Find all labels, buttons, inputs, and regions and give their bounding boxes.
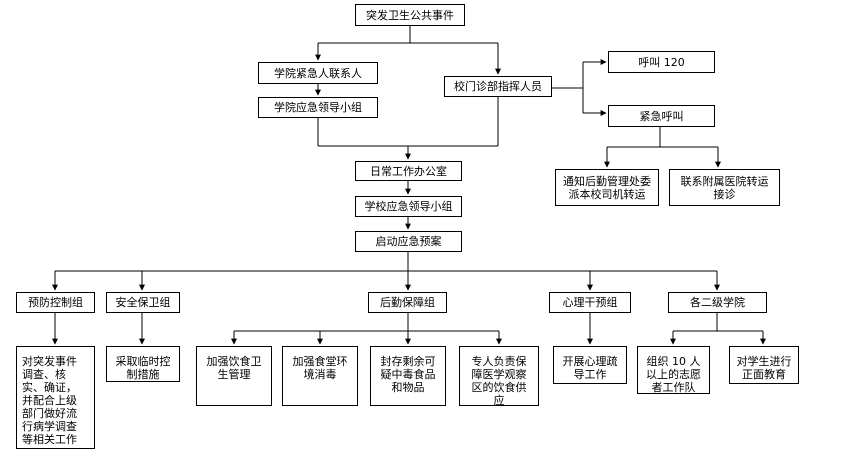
observe-food-box: 专人负责保 障医学观察 区的饮食供 应 — [459, 346, 539, 407]
logistics-group-label: 后勤保障组 — [380, 296, 435, 309]
clinic-commander-label: 校门诊部指挥人员 — [454, 80, 542, 93]
security-group-box: 安全保卫组 — [106, 292, 180, 313]
call-120-label: 呼叫 120 — [638, 55, 685, 69]
security-group-label: 安全保卫组 — [115, 296, 171, 309]
observe-food-label: 专人负责保 障医学观察 区的饮食供 应 — [471, 355, 527, 407]
contact-hospital-label: 联系附属医院转运 接诊 — [680, 174, 769, 201]
education-box: 对学生进行 正面教育 — [729, 346, 799, 384]
daily-office-label: 日常工作办公室 — [370, 164, 447, 178]
clinic-commander-box: 校门诊部指挥人员 — [444, 76, 552, 97]
event-label: 突发卫生公共事件 — [366, 8, 454, 22]
college-contact-box: 学院紧急人联系人 — [258, 62, 378, 84]
volunteers-label: 组织 10 人 以上的志愿 者工作队 — [646, 355, 701, 394]
college-group-box: 学院应急领导小组 — [258, 97, 378, 118]
security-task-label: 采取临时控 制措施 — [115, 355, 171, 381]
emergency-call-label: 紧急呼叫 — [639, 109, 684, 123]
education-label: 对学生进行 正面教育 — [736, 355, 792, 381]
start-plan-label: 启动应急预案 — [375, 235, 442, 248]
event-box: 突发卫生公共事件 — [355, 4, 465, 26]
seal-food-box: 封存剩余可 疑中毒食品 和物品 — [370, 346, 446, 406]
logistics-group-box: 后勤保障组 — [368, 292, 447, 313]
prevention-task-label: 对突发事件 调查、核 实、确证， 并配合上级 部门做好流 行病学调查 等相关工作 — [22, 355, 77, 446]
psych-task-label: 开展心理疏 导工作 — [562, 355, 618, 381]
notify-logistics-box: 通知后勤管理处委 派本校司机转运 — [555, 169, 659, 206]
prevention-group-box: 预防控制组 — [16, 292, 95, 313]
colleges-group-label: 各二级学院 — [690, 296, 745, 309]
canteen-disinfect-box: 加强食堂环 境消毒 — [282, 346, 358, 406]
psych-group-label: 心理干预组 — [562, 296, 618, 309]
school-group-box: 学校应急领导小组 — [355, 196, 462, 217]
prevention-task-box: 对突发事件 调查、核 实、确证， 并配合上级 部门做好流 行病学调查 等相关工作 — [16, 346, 95, 449]
call-120-box: 呼叫 120 — [608, 51, 715, 73]
psych-task-box: 开展心理疏 导工作 — [553, 346, 627, 384]
school-group-label: 学校应急领导小组 — [364, 200, 453, 213]
prevention-group-label: 预防控制组 — [28, 296, 83, 309]
daily-office-box: 日常工作办公室 — [355, 161, 462, 181]
notify-logistics-label: 通知后勤管理处委 派本校司机转运 — [563, 174, 651, 201]
colleges-group-box: 各二级学院 — [668, 292, 767, 313]
college-contact-label: 学院紧急人联系人 — [274, 66, 362, 80]
start-plan-box: 启动应急预案 — [355, 231, 462, 252]
security-task-box: 采取临时控 制措施 — [106, 346, 180, 382]
canteen-disinfect-label: 加强食堂环 境消毒 — [292, 355, 348, 381]
canteen-hygiene-box: 加强饮食卫 生管理 — [196, 346, 272, 406]
college-group-label: 学院应急领导小组 — [274, 101, 362, 114]
seal-food-label: 封存剩余可 疑中毒食品 和物品 — [380, 355, 436, 394]
contact-hospital-box: 联系附属医院转运 接诊 — [669, 169, 780, 206]
psych-group-box: 心理干预组 — [549, 292, 631, 313]
emergency-call-box: 紧急呼叫 — [608, 105, 715, 127]
canteen-hygiene-label: 加强饮食卫 生管理 — [206, 355, 262, 381]
volunteers-box: 组织 10 人 以上的志愿 者工作队 — [637, 346, 710, 394]
